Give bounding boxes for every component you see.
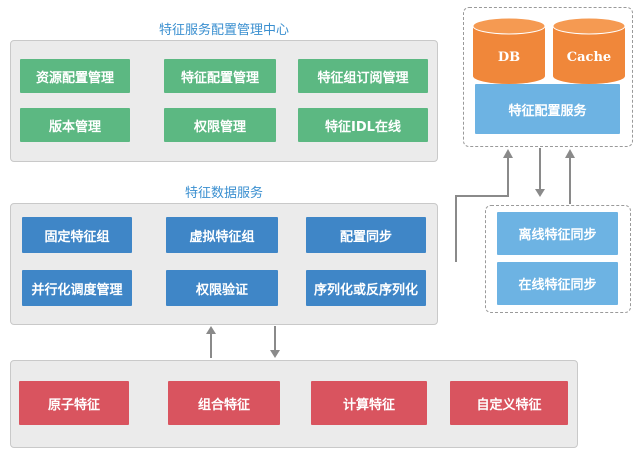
virtual-feature-group-box: 虚拟特征组 xyxy=(166,217,278,253)
cache-cylinder-icon xyxy=(552,17,626,84)
config-center-title: 特征服务配置管理中心 xyxy=(158,23,289,38)
db-label: DB xyxy=(498,50,520,65)
feature-data-service-title: 特征数据服务 xyxy=(184,186,263,201)
computed-feature-box: 计算特征 xyxy=(311,381,427,425)
version-management-box: 版本管理 xyxy=(20,108,130,142)
config-service-group xyxy=(463,7,633,147)
permission-management-box: 权限管理 xyxy=(164,108,276,142)
combined-feature-box: 组合特征 xyxy=(168,381,280,425)
arrow-down-to-features xyxy=(270,326,280,358)
feature-group-subscription-box: 特征组订阅管理 xyxy=(298,59,428,93)
feature-config-service-box: 特征配置服务 xyxy=(475,84,620,134)
arrow-up-to-data-service xyxy=(206,326,216,358)
custom-feature-box: 自定义特征 xyxy=(450,381,568,425)
offline-feature-sync-box: 离线特征同步 xyxy=(497,212,618,255)
sync-group xyxy=(485,205,631,313)
fixed-feature-group-box: 固定特征组 xyxy=(22,217,132,253)
online-feature-sync-box: 在线特征同步 xyxy=(497,262,618,305)
resource-config-box: 资源配置管理 xyxy=(20,59,130,93)
arrow-up-to-config-service xyxy=(455,149,513,262)
feature-idl-online-box: 特征IDL在线 xyxy=(298,108,428,142)
config-sync-box: 配置同步 xyxy=(306,217,426,253)
feature-config-box: 特征配置管理 xyxy=(164,59,276,93)
arrow-up-from-sync xyxy=(565,149,575,204)
serialization-box: 序列化或反序列化 xyxy=(306,270,426,306)
cache-label: Cache xyxy=(567,50,611,65)
arrow-down-to-sync xyxy=(535,148,545,197)
permission-verify-box: 权限验证 xyxy=(166,270,278,306)
parallel-scheduling-box: 并行化调度管理 xyxy=(22,270,132,306)
atomic-feature-box: 原子特征 xyxy=(19,381,129,425)
db-cylinder-icon xyxy=(472,17,546,84)
